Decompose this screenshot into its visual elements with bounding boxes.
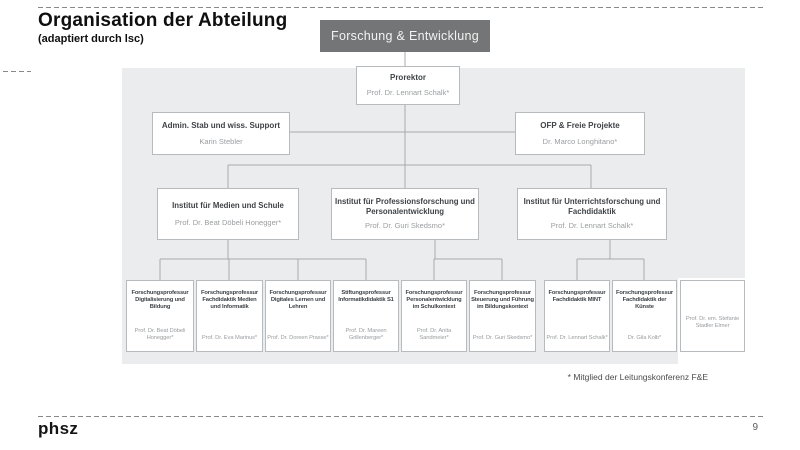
page-title: Organisation der Abteilung	[38, 10, 288, 31]
box-name: Prof. Dr. Guri Skedsmo*	[472, 335, 533, 342]
top-dashed-line	[38, 7, 765, 8]
org-box-professorship-fd-kuenste: Forschungsprofessur Fachdidaktik der Kün…	[612, 280, 677, 352]
box-title: Forschungsprofessur Steuerung und Führun…	[471, 290, 534, 311]
box-name: Dr. Gila Kolb*	[627, 335, 662, 342]
box-title: Forschungsprofessur Digitalisierung und …	[131, 290, 189, 311]
box-name: Prof. Dr. Eva Marinus*	[201, 335, 258, 342]
org-box-institute-unterrichtsforschung: Institut für Unterrichtsforschung und Fa…	[517, 188, 667, 240]
org-box-prorektor: Prorektor Prof. Dr. Lennart Schalk*	[356, 66, 460, 105]
box-title: Institut für Professionsforschung und Pe…	[335, 197, 475, 216]
box-name: Prof. Dr. Lennart Schalk*	[546, 335, 608, 342]
phsz-logo: phsz	[38, 419, 79, 438]
box-name: Prof. Dr. Beat Döbeli Honegger*	[134, 327, 186, 342]
org-box-institute-professionsforschung: Institut für Professionsforschung und Pe…	[331, 188, 479, 240]
org-box-professorship-digitales-lernen: Forschungsprofessur Digitales Lernen und…	[265, 280, 331, 352]
box-title: Institut für Medien und Schule	[172, 200, 284, 210]
box-title: Forschungsprofessur Fachdidaktik der Kün…	[615, 290, 674, 311]
box-name: Prof. Dr. Guri Skedsmo*	[364, 220, 446, 230]
org-box-root: Forschung & Entwicklung	[320, 20, 490, 52]
page-subtitle: (adaptiert durch lsc)	[38, 33, 144, 45]
box-title: Forschungsprofessur Fachdidaktik Medien …	[200, 290, 259, 311]
box-name: Dr. Marco Longhitano*	[542, 136, 618, 146]
box-name: Prof. Dr. Beat Döbeli Honegger*	[174, 217, 282, 227]
org-box-professorship-digitalisierung: Forschungsprofessur Digitalisierung und …	[126, 280, 194, 352]
box-name: Prof. Dr. Mareen Grillenberger*	[345, 327, 387, 342]
footnote: * Mitglied der Leitungskonferenz F&E	[567, 372, 708, 382]
box-title: Stiftungsprofessur Informatikdidaktik S1	[338, 290, 394, 304]
org-box-ofp-projects: OFP & Freie Projekte Dr. Marco Longhitan…	[515, 112, 645, 155]
box-title: Admin. Stab und wiss. Support	[161, 120, 281, 130]
bottom-dashed-line	[38, 416, 765, 417]
org-box-admin-staff: Admin. Stab und wiss. Support Karin Steb…	[152, 112, 290, 155]
box-name: Prof. Dr. Lennart Schalk*	[550, 220, 634, 230]
box-title: Prorektor	[389, 73, 426, 83]
box-title: OFP & Freie Projekte	[540, 120, 620, 130]
box-name: Prof. Dr. Lennart Schalk*	[366, 87, 450, 97]
box-name: Prof. Dr. em. Stefanie Stadler Elmer	[685, 315, 740, 330]
org-box-professorship-informatikdidaktik: Stiftungsprofessur Informatikdidaktik S1…	[333, 280, 399, 352]
org-box-professorship-fd-mint: Forschungsprofessur Fachdidaktik MINT Pr…	[544, 280, 610, 352]
org-box-institute-medien-und-schule: Institut für Medien und Schule Prof. Dr.…	[157, 188, 299, 240]
box-name: Prof. Dr. Anita Sandmeier*	[416, 327, 452, 342]
box-title: Forschungsprofessur Personalentwicklung …	[405, 290, 463, 311]
org-box-professorship-fd-medien-informatik: Forschungsprofessur Fachdidaktik Medien …	[196, 280, 263, 352]
box-name: Prof. Dr. Doreen Prasse*	[267, 335, 329, 342]
page-number: 9	[752, 422, 758, 433]
org-box-professorship-personalentwicklung: Forschungsprofessur Personalentwicklung …	[401, 280, 467, 352]
box-title: Institut für Unterrichtsforschung und Fa…	[523, 197, 661, 216]
left-margin-dash	[3, 71, 31, 72]
org-box-professorship-steuerung-fuehrung: Forschungsprofessur Steuerung und Führun…	[469, 280, 536, 352]
box-title: Forschungsprofessur Digitales Lernen und…	[269, 290, 327, 311]
box-title: Forschungsprofessur Fachdidaktik MINT	[548, 290, 606, 304]
org-root-label: Forschung & Entwicklung	[331, 29, 479, 43]
box-name: Karin Stebler	[199, 136, 243, 146]
org-box-professorship-stadler-elmer: Prof. Dr. em. Stefanie Stadler Elmer	[680, 280, 745, 352]
